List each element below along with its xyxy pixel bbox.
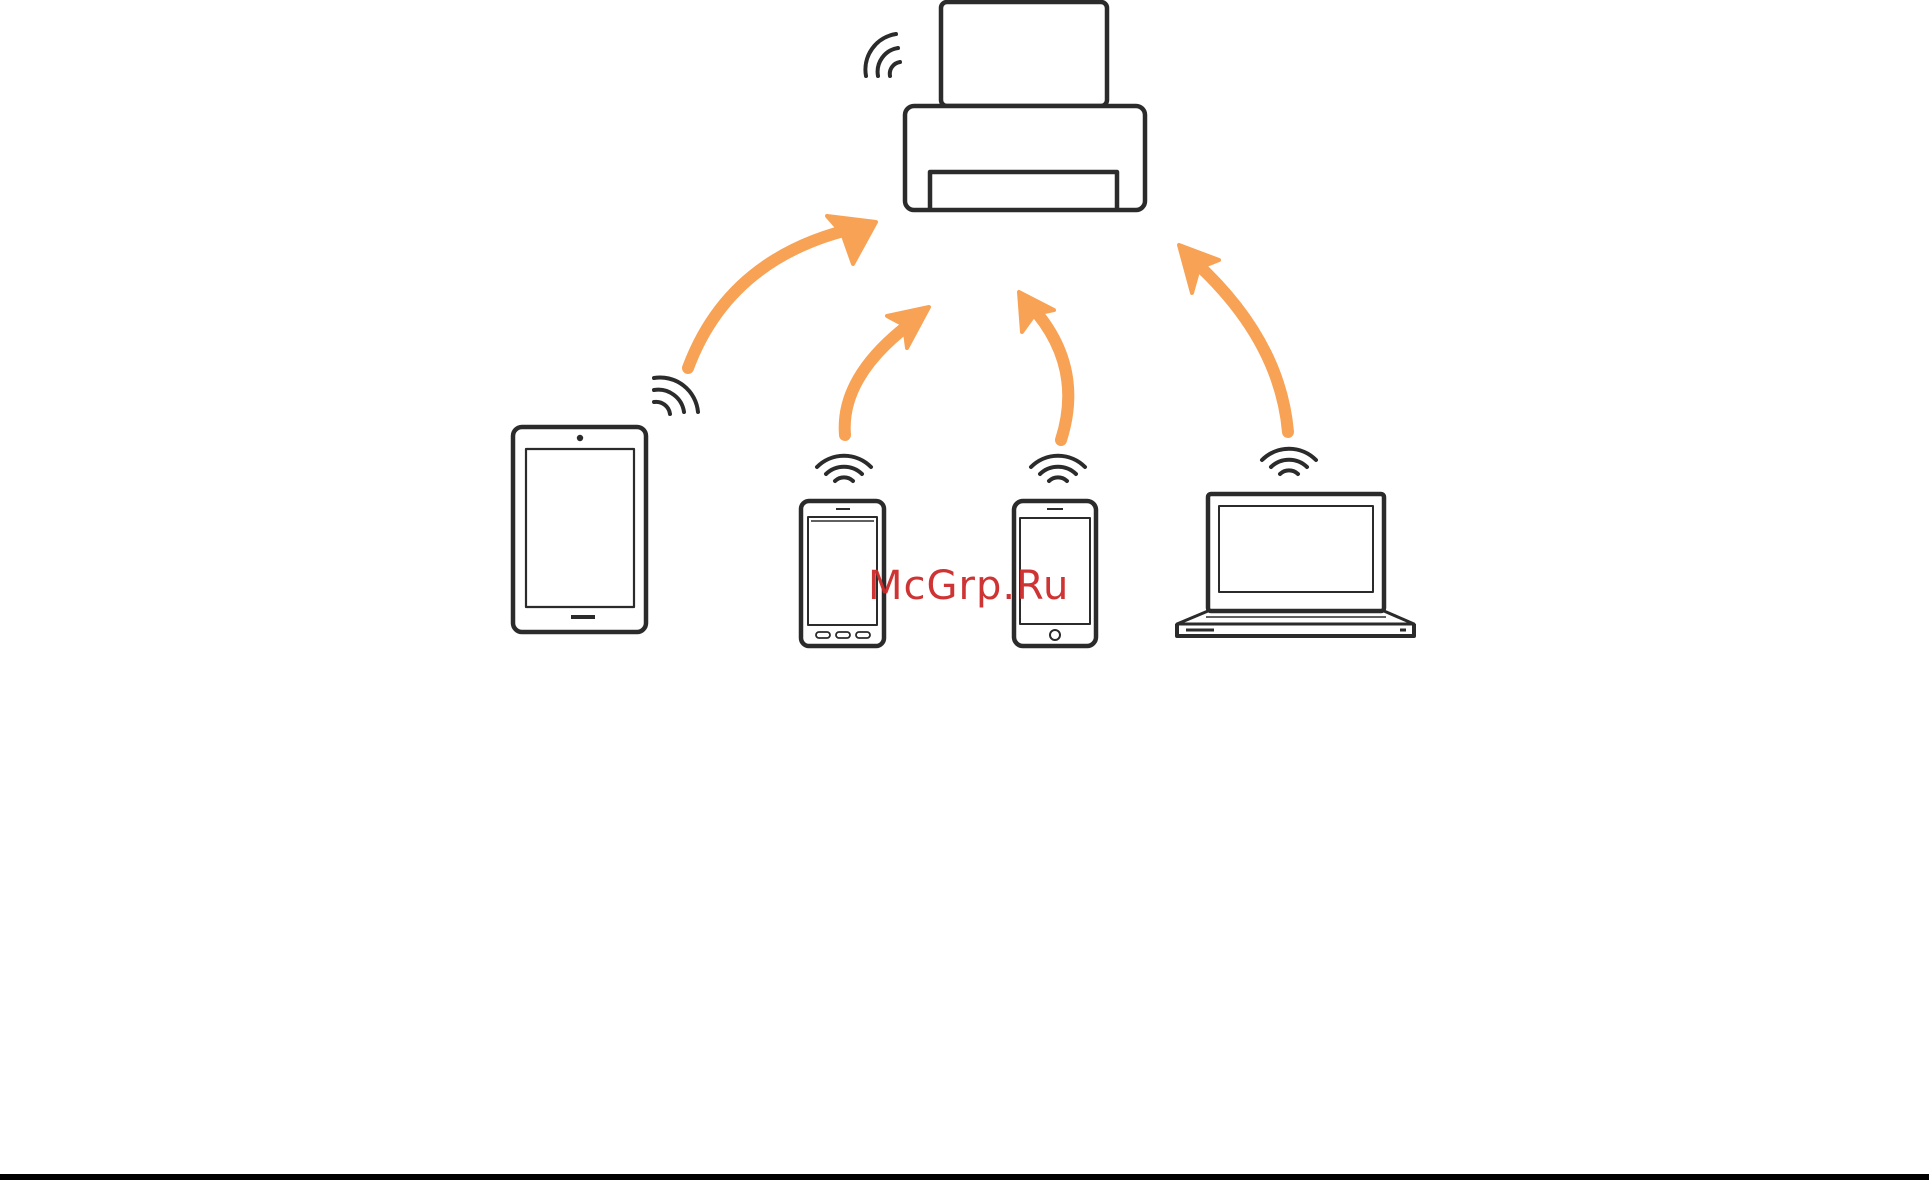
tablet-icon (513, 427, 646, 632)
watermark-text: McGrp.Ru (868, 563, 1069, 609)
arrow-laptop-to-printer (1179, 245, 1288, 432)
android-phone-wifi-icon (817, 456, 871, 481)
laptop-icon (1177, 494, 1414, 636)
arrow-iphone-to-printer (1019, 292, 1068, 440)
tablet-wifi-icon (654, 377, 698, 414)
iphone-wifi-icon (1031, 456, 1085, 481)
arrow-android-to-printer (845, 307, 929, 435)
printer-wifi-icon (865, 34, 900, 76)
arrow-tablet-to-printer (688, 216, 876, 368)
bottom-divider (0, 1174, 1929, 1180)
printer-icon (905, 2, 1145, 210)
laptop-wifi-icon (1262, 449, 1316, 474)
